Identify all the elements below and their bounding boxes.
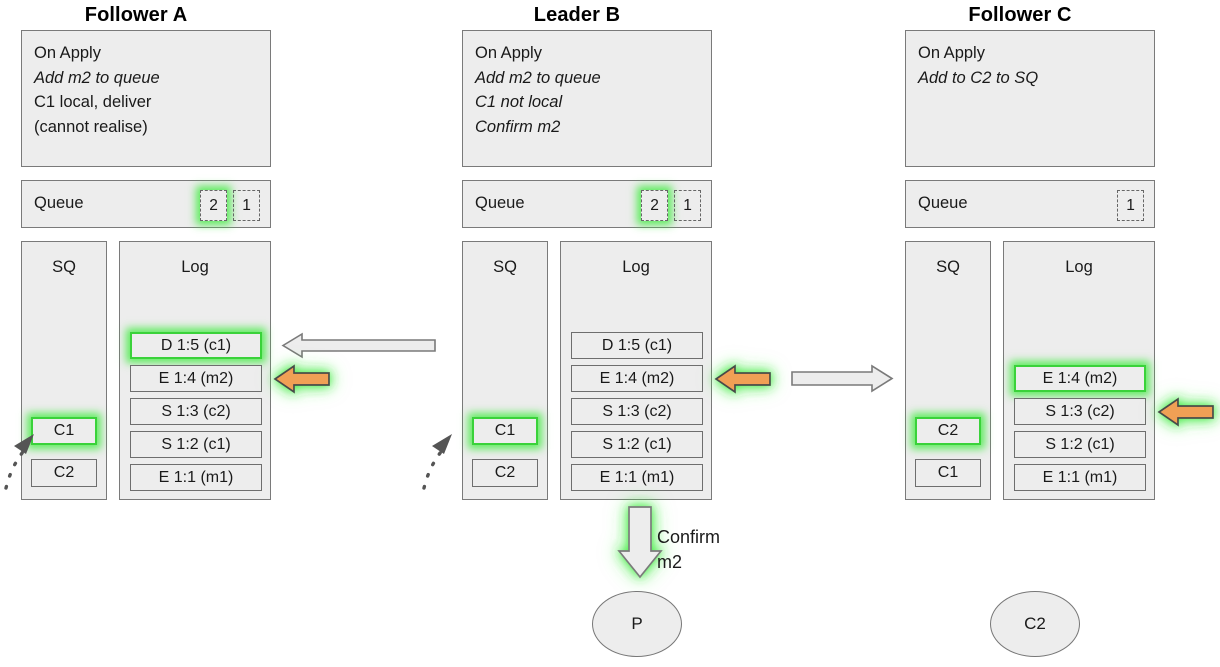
confirm-down-arrow	[617, 506, 663, 579]
log-entry: D 1:5 (c1)	[130, 332, 262, 359]
log-entry: E 1:1 (m1)	[571, 464, 703, 491]
queue-slot-list: 2 1	[200, 190, 260, 221]
apply-line: Add m2 to queue	[34, 68, 160, 87]
queue-slot: 2	[200, 190, 227, 221]
log-entry: E 1:4 (m2)	[1014, 365, 1146, 392]
queue-box-follower-a: Queue 2 1	[21, 180, 271, 228]
apply-pointer-arrow-follower-c	[1157, 397, 1214, 427]
column-title-follower-c: Follower C	[968, 4, 1072, 26]
queue-slot: 1	[233, 190, 260, 221]
queue-slot: 1	[674, 190, 701, 221]
dotted-inbound-arrow-follower-a	[4, 434, 34, 490]
log-title: Log	[181, 258, 209, 276]
apply-line: C1 local, deliver	[34, 93, 152, 111]
apply-box-follower-a: On Apply Add m2 to queue C1 local, deliv…	[21, 30, 271, 167]
sq-entry: C2	[31, 459, 97, 487]
queue-slot: 2	[641, 190, 668, 221]
confirm-label-line-2: m2	[657, 552, 683, 572]
log-entry: S 1:2 (c1)	[571, 431, 703, 458]
column-title-leader-b: Leader B	[533, 4, 621, 26]
replication-arrow-b-to-c	[791, 364, 894, 393]
sq-panel-leader-b: SQ C1 C2	[462, 241, 548, 500]
log-entry: S 1:3 (c2)	[571, 398, 703, 425]
log-panel-leader-b: Log D 1:5 (c1) E 1:4 (m2) S 1:3 (c2) S 1…	[560, 241, 712, 500]
apply-line: Add m2 to queue	[475, 68, 601, 87]
client-circle-c2: C2	[990, 591, 1080, 657]
log-entry: S 1:2 (c1)	[130, 431, 262, 458]
apply-line: On Apply	[918, 44, 985, 62]
sq-title: SQ	[52, 258, 76, 276]
sq-panel-follower-a: SQ C1 C2	[21, 241, 107, 500]
apply-line: Confirm m2	[475, 117, 561, 136]
apply-line: C1 not local	[475, 93, 563, 111]
sq-panel-follower-c: SQ C2 C1	[905, 241, 991, 500]
log-entry: E 1:1 (m1)	[1014, 464, 1146, 491]
apply-line: (cannot realise)	[34, 117, 148, 136]
confirm-arrow-label: Confirm m2	[657, 525, 720, 575]
log-panel-follower-c: Log E 1:4 (m2) S 1:3 (c2) S 1:2 (c1) E 1…	[1003, 241, 1155, 500]
apply-pointer-arrow-leader-b	[714, 364, 771, 394]
client-circle-p: P	[592, 591, 682, 657]
log-entry: S 1:3 (c2)	[1014, 398, 1146, 425]
node-column-leader-b: Leader B On Apply Add m2 to queue C1 not…	[452, 0, 712, 667]
log-entry: E 1:1 (m1)	[130, 464, 262, 491]
replication-arrow-b-to-a	[281, 332, 436, 359]
sq-entry: C1	[31, 417, 97, 445]
queue-label: Queue	[475, 194, 525, 212]
confirm-label-line-1: Confirm	[657, 527, 721, 547]
sq-title: SQ	[936, 258, 960, 276]
log-title: Log	[1065, 258, 1093, 276]
column-title-follower-a: Follower A	[84, 4, 188, 26]
queue-label: Queue	[34, 194, 84, 212]
apply-box-leader-b: On Apply Add m2 to queue C1 not local Co…	[462, 30, 712, 167]
node-column-follower-c: Follower C On Apply Add to C2 to SQ Queu…	[895, 0, 1155, 667]
dotted-inbound-arrow-leader-b	[422, 434, 452, 490]
node-column-follower-a: Follower A On Apply Add m2 to queue C1 l…	[11, 0, 271, 667]
sq-entry: C2	[915, 417, 981, 445]
apply-pointer-arrow-follower-a	[273, 364, 330, 394]
apply-box-follower-c: On Apply Add to C2 to SQ	[905, 30, 1155, 167]
sq-entry: C2	[472, 459, 538, 487]
log-entry: D 1:5 (c1)	[571, 332, 703, 359]
sq-entry: C1	[915, 459, 981, 487]
queue-box-leader-b: Queue 2 1	[462, 180, 712, 228]
queue-label: Queue	[918, 194, 968, 212]
log-entry: E 1:4 (m2)	[571, 365, 703, 392]
queue-slot: 1	[1117, 190, 1144, 221]
log-entry: E 1:4 (m2)	[130, 365, 262, 392]
log-entry: S 1:2 (c1)	[1014, 431, 1146, 458]
apply-line: On Apply	[475, 44, 542, 62]
apply-line: On Apply	[34, 44, 101, 62]
log-title: Log	[622, 258, 650, 276]
queue-box-follower-c: Queue 1	[905, 180, 1155, 228]
queue-slot-list: 2 1	[641, 190, 701, 221]
log-panel-follower-a: Log D 1:5 (c1) E 1:4 (m2) S 1:3 (c2) S 1…	[119, 241, 271, 500]
apply-line: Add to C2 to SQ	[918, 68, 1039, 87]
log-entry: S 1:3 (c2)	[130, 398, 262, 425]
sq-entry: C1	[472, 417, 538, 445]
sq-title: SQ	[493, 258, 517, 276]
queue-slot-list: 1	[1117, 190, 1144, 221]
